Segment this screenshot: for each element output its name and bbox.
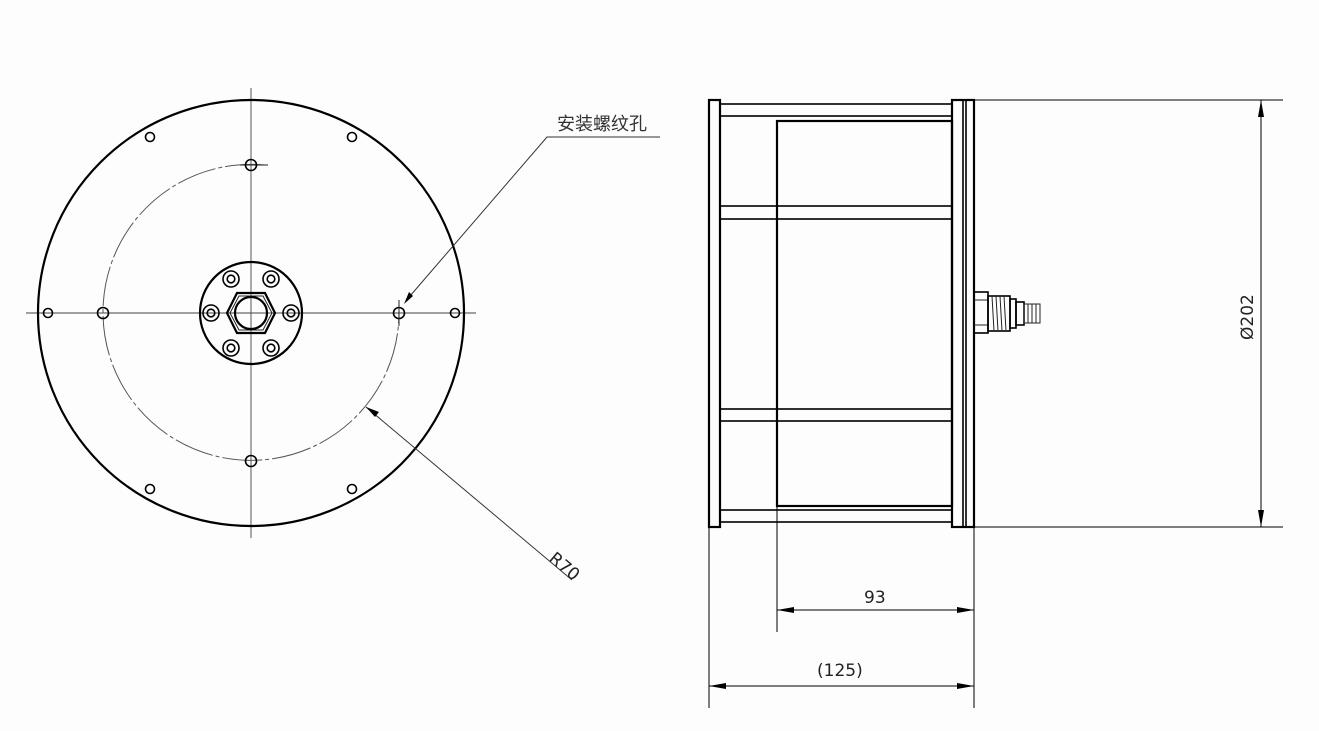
front-view: 安装螺纹孔 R70 <box>26 88 660 585</box>
hub-bolt <box>222 270 240 288</box>
left-flange <box>707 98 722 529</box>
tie-rod-lower-middle <box>719 408 953 422</box>
outer-hole-bottom-left <box>144 483 156 495</box>
threaded-hole-leader <box>404 136 660 304</box>
outer-hole-left <box>42 307 54 319</box>
hub-bolt <box>202 304 220 322</box>
outer-flange-circle <box>36 98 466 528</box>
connector <box>973 291 1041 334</box>
overall-length-dimension <box>709 683 974 689</box>
diameter-dimension-label: Ø202 <box>1238 294 1258 340</box>
outer-hole-top-left <box>144 131 156 143</box>
hex-nut <box>225 291 277 335</box>
threaded-hole-bottom <box>244 454 258 468</box>
threaded-hole-label: 安装螺纹孔 <box>557 114 647 135</box>
bolt-circle-arc <box>102 163 400 461</box>
threaded-hole-top <box>244 158 258 172</box>
central-hub <box>198 260 304 366</box>
hub-bolt <box>262 270 280 288</box>
tie-rod-top <box>719 103 953 117</box>
hub-bolt <box>262 339 280 357</box>
radius-dimension-label: R70 <box>545 549 583 586</box>
inner-length-dimension <box>777 607 974 613</box>
radius-leader <box>365 406 573 581</box>
outer-hole-right <box>449 307 461 319</box>
hub-bolt <box>282 304 300 322</box>
threaded-hole-left <box>96 306 110 320</box>
inner-body <box>775 119 954 508</box>
side-view: Ø202 93 (125) <box>707 98 1283 708</box>
outer-hole-bottom-right <box>346 483 358 495</box>
tie-rod-bottom <box>719 509 953 523</box>
diameter-dimension <box>974 99 1283 528</box>
tie-rod-upper-middle <box>719 205 953 220</box>
outer-hole-top-right <box>346 131 358 143</box>
hub-bolt <box>222 339 240 357</box>
overall-length-label: (125) <box>817 661 863 681</box>
inner-length-label: 93 <box>864 588 886 608</box>
